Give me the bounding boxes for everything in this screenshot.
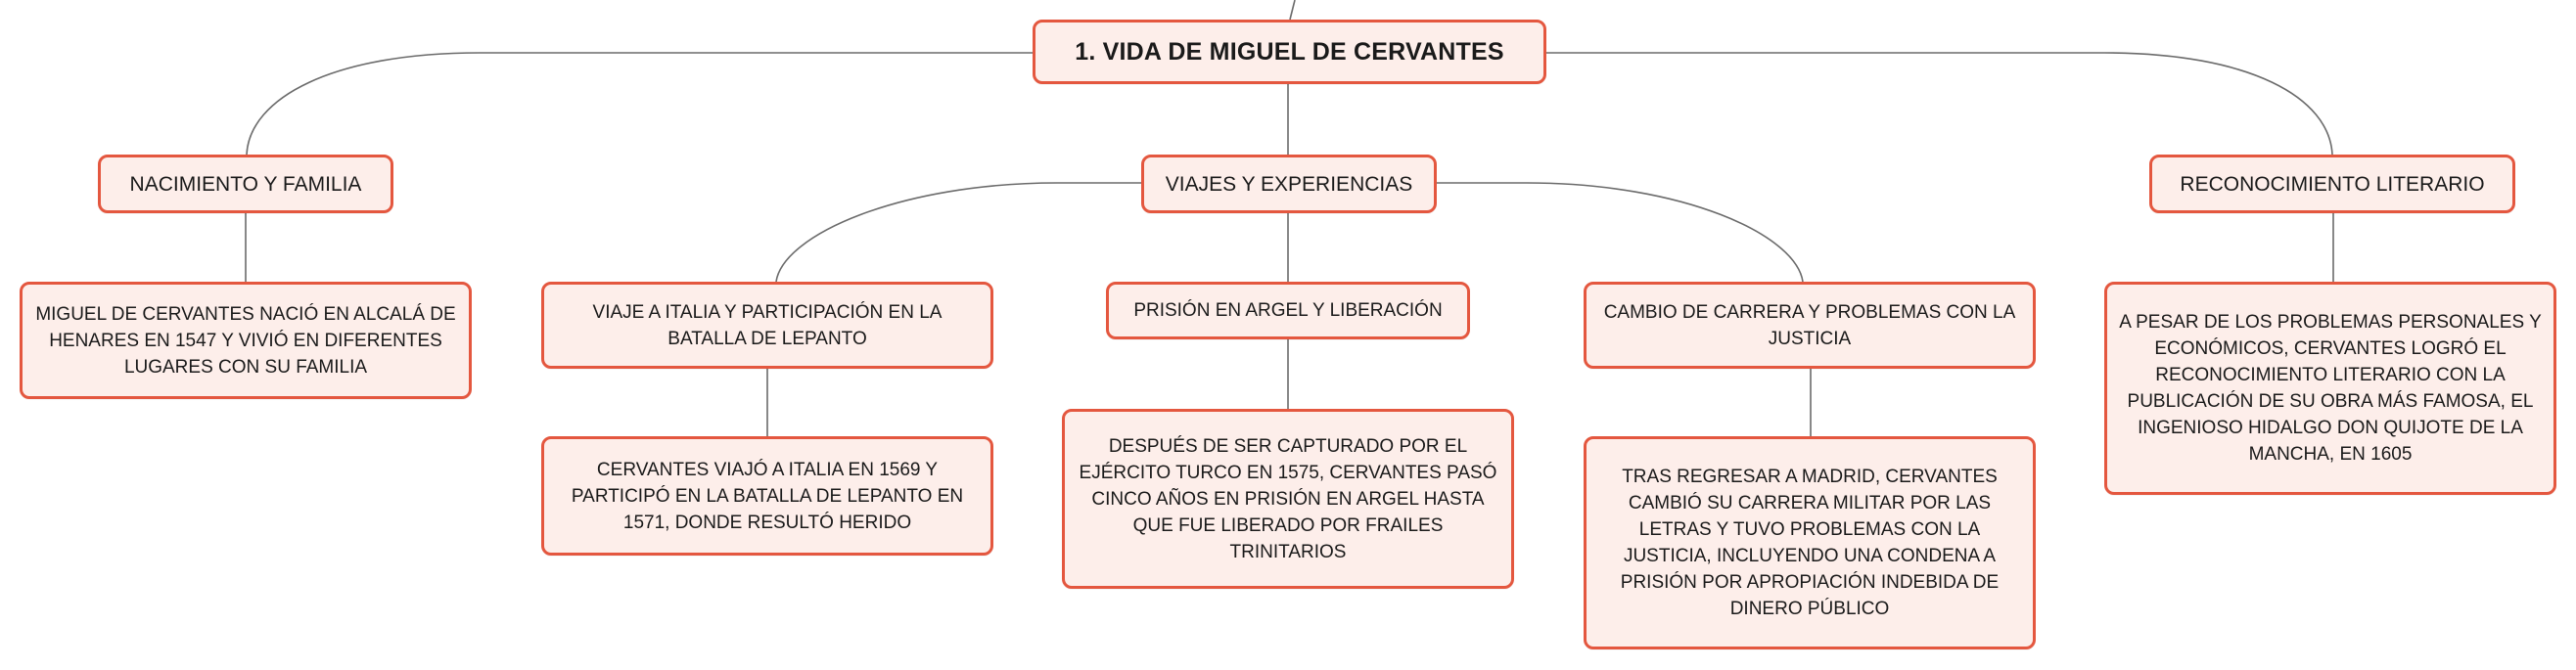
subtopic-label-cambio: CAMBIO DE CARRERA Y PROBLEMAS CON LA JUS… bbox=[1603, 301, 2016, 349]
detail-text-nacimiento: MIGUEL DE CERVANTES NACIÓ EN ALCALÁ DE H… bbox=[35, 303, 456, 378]
connector-root-nacimiento bbox=[246, 52, 1033, 156]
connector-root-top bbox=[1289, 0, 1296, 21]
detail-node-nacimiento[interactable]: MIGUEL DE CERVANTES NACIÓ EN ALCALÁ DE H… bbox=[20, 282, 472, 399]
connector-root-reconocimiento bbox=[1546, 52, 2333, 156]
connector-viajes-cambio bbox=[1437, 182, 1804, 283]
detail-text-argel: DESPUÉS DE SER CAPTURADO POR EL EJÉRCITO… bbox=[1079, 435, 1497, 562]
detail-text-italia: CERVANTES VIAJÓ A ITALIA EN 1569 Y PARTI… bbox=[571, 459, 964, 533]
branch-node-viajes[interactable]: VIAJES Y EXPERIENCIAS bbox=[1141, 155, 1437, 213]
detail-text-reconocimiento: A PESAR DE LOS PROBLEMAS PERSONALES Y EC… bbox=[2119, 312, 2542, 465]
branch-node-nacimiento[interactable]: NACIMIENTO Y FAMILIA bbox=[98, 155, 393, 213]
detail-node-cambio[interactable]: TRAS REGRESAR A MADRID, CERVANTES CAMBIÓ… bbox=[1584, 436, 2036, 649]
detail-node-reconocimiento[interactable]: A PESAR DE LOS PROBLEMAS PERSONALES Y EC… bbox=[2104, 282, 2556, 495]
branch-node-reconocimiento[interactable]: RECONOCIMIENTO LITERARIO bbox=[2149, 155, 2515, 213]
detail-node-argel[interactable]: DESPUÉS DE SER CAPTURADO POR EL EJÉRCITO… bbox=[1062, 409, 1514, 589]
connector-viajes-italia bbox=[775, 182, 1141, 283]
subtopic-label-italia: VIAJE A ITALIA Y PARTICIPACIÓN EN LA BAT… bbox=[592, 301, 943, 349]
subtopic-node-italia[interactable]: VIAJE A ITALIA Y PARTICIPACIÓN EN LA BAT… bbox=[541, 282, 993, 369]
root-topic-title: 1. VIDA DE MIGUEL DE CERVANTES bbox=[1075, 37, 1504, 66]
root-topic-node[interactable]: 1. VIDA DE MIGUEL DE CERVANTES bbox=[1033, 20, 1546, 84]
subtopic-label-argel: PRISIÓN EN ARGEL Y LIBERACIÓN bbox=[1133, 300, 1443, 321]
branch-label-nacimiento: NACIMIENTO Y FAMILIA bbox=[129, 172, 362, 196]
detail-text-cambio: TRAS REGRESAR A MADRID, CERVANTES CAMBIÓ… bbox=[1620, 467, 2000, 619]
detail-node-italia[interactable]: CERVANTES VIAJÓ A ITALIA EN 1569 Y PARTI… bbox=[541, 436, 993, 556]
branch-label-viajes: VIAJES Y EXPERIENCIAS bbox=[1165, 172, 1413, 196]
branch-label-reconocimiento: RECONOCIMIENTO LITERARIO bbox=[2180, 172, 2485, 196]
subtopic-node-cambio[interactable]: CAMBIO DE CARRERA Y PROBLEMAS CON LA JUS… bbox=[1584, 282, 2036, 369]
subtopic-node-argel[interactable]: PRISIÓN EN ARGEL Y LIBERACIÓN bbox=[1106, 282, 1470, 339]
